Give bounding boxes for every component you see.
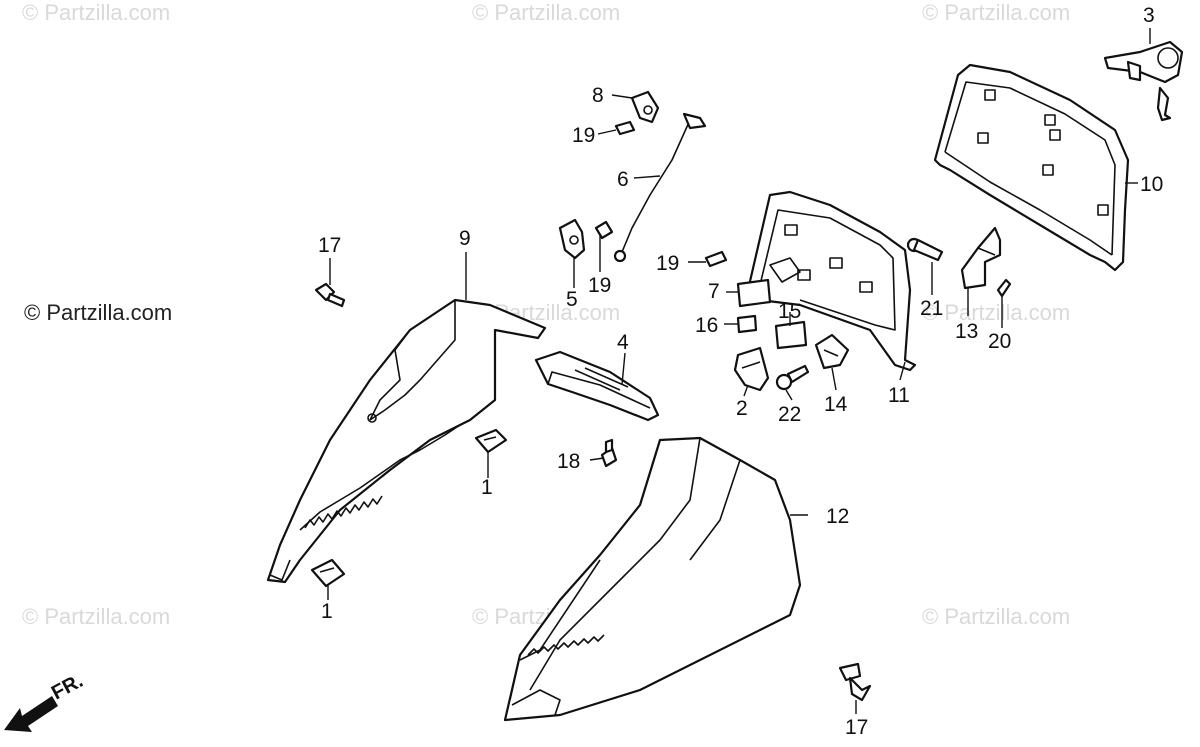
part-20-pin (996, 278, 1012, 298)
watermark-mid-right: © Partzilla.com (922, 300, 1071, 325)
part-19-screw-c (704, 250, 728, 268)
watermark-bottom-right: © Partzilla.com (922, 604, 1071, 629)
callout-18: 18 (557, 450, 580, 473)
part-13-bracket (960, 226, 1002, 290)
part-1-speed-nut-lower (310, 558, 346, 588)
part-18-screw (600, 438, 618, 468)
callout-1-lower: 1 (321, 600, 333, 623)
callout-11: 11 (888, 384, 910, 407)
callout-9: 9 (459, 227, 471, 250)
callout-10: 10 (1140, 173, 1163, 196)
callout-13: 13 (955, 320, 978, 343)
part-7-pad (736, 278, 772, 308)
part-21-bolt (906, 237, 944, 262)
callout-17-upper: 17 (318, 234, 341, 257)
part-22-bolt (775, 364, 810, 391)
part-17-bolt-upper (314, 282, 346, 308)
part-2-nut-clip (733, 346, 770, 392)
callout-labels: 8 19 6 5 19 17 9 4 19 7 16 15 2 22 14 11… (318, 4, 1163, 739)
part-3-key-lock (1103, 40, 1184, 122)
leader-lines (327, 28, 1151, 714)
callout-20: 20 (988, 330, 1011, 353)
callout-22: 22 (778, 403, 801, 426)
part-9-side-cover (266, 298, 547, 584)
part-10-rack-frame (933, 63, 1130, 272)
watermark-top-right: © Partzilla.com (922, 0, 1071, 25)
part-19-screw-b (594, 220, 614, 240)
part-15-pad (774, 320, 808, 350)
callout-1-upper: 1 (481, 476, 493, 499)
part-5-clamp (558, 218, 586, 260)
part-19-screw-a (614, 120, 636, 136)
callout-8: 8 (592, 84, 604, 107)
watermark-top-left: © Partzilla.com (22, 0, 171, 25)
callout-12: 12 (826, 505, 849, 528)
callout-6: 6 (617, 168, 629, 191)
part-17-bolt-lower (838, 662, 872, 702)
part-11-inner-panel (746, 190, 917, 372)
watermark-side-dark: © Partzilla.com (24, 300, 173, 325)
callout-17-lower: 17 (845, 716, 868, 739)
callout-19-b: 19 (588, 274, 611, 297)
callout-21: 21 (920, 297, 943, 320)
watermark-top-center: © Partzilla.com (472, 0, 621, 25)
part-4-center-cover (534, 350, 660, 422)
part-14-grommet (814, 333, 850, 370)
watermark-bottom-left: © Partzilla.com (22, 604, 171, 629)
part-1-speed-nut-upper (474, 428, 508, 454)
part-12-rear-cowl (503, 436, 802, 722)
callout-5: 5 (566, 288, 578, 311)
callout-3: 3 (1143, 4, 1155, 27)
callout-19-c: 19 (656, 252, 679, 275)
part-8-clip (630, 90, 660, 124)
callout-4: 4 (617, 331, 629, 354)
part-16-pad (736, 314, 758, 334)
arrow-icon (4, 696, 58, 732)
callout-15: 15 (778, 300, 801, 323)
front-direction-arrow: FR. (4, 670, 87, 732)
callout-19-a: 19 (572, 124, 595, 147)
callout-2: 2 (736, 397, 748, 420)
callout-7: 7 (708, 280, 720, 303)
callout-14: 14 (824, 393, 848, 416)
part-6-cable (613, 112, 707, 263)
callout-16: 16 (695, 314, 718, 337)
